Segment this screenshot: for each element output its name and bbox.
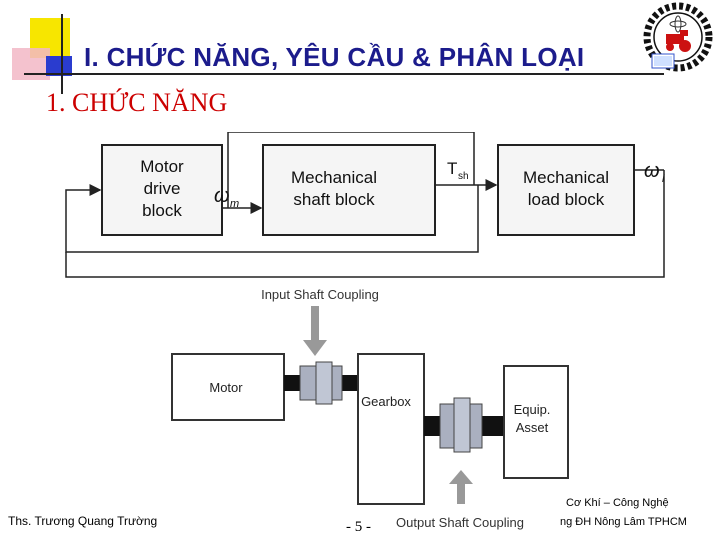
footer-school: ng ĐH Nông Lâm TPHCM xyxy=(560,516,687,528)
omega-m-label: ω xyxy=(214,185,230,207)
title-underline xyxy=(24,73,664,75)
decor-square-blue xyxy=(46,56,72,76)
footer-author: Ths. Trương Quang Trường xyxy=(8,514,158,528)
omega-l-label: ω xyxy=(644,160,660,182)
motor-block-line1: Motor xyxy=(140,157,184,176)
equip-label-line2: Asset xyxy=(516,420,549,435)
block-diagram: Motor drive block Mechanical shaft block… xyxy=(65,132,665,278)
equip-label-line1: Equip. xyxy=(514,402,551,417)
shaft-block-line2: shaft block xyxy=(293,190,375,209)
equip-asset-box xyxy=(503,365,569,479)
omega-m-subscript: m xyxy=(230,198,239,210)
motor-block-line3: block xyxy=(142,201,182,220)
input-arrow-icon xyxy=(303,340,327,356)
mechanical-shaft-block xyxy=(262,144,436,236)
output-coupling-label: Output Shaft Coupling xyxy=(396,515,524,530)
footer-department: Cơ Khí – Công Nghệ xyxy=(566,497,669,509)
shaft-block-line1: Mechanical xyxy=(291,168,377,187)
motor-drive-block xyxy=(101,144,223,236)
gearbox-box xyxy=(357,353,425,505)
decor-vertical-line xyxy=(61,14,63,94)
load-block-line1: Mechanical xyxy=(523,168,609,187)
mechanical-load-block xyxy=(497,144,635,236)
slide-title: I. CHỨC NĂNG, YÊU CẦU & PHÂN LOẠI xyxy=(84,42,585,72)
load-block-line2: load block xyxy=(528,190,605,209)
t-sh-label: T xyxy=(447,159,457,178)
decor-square-pink xyxy=(12,48,50,80)
input-coupling-label: Input Shaft Coupling xyxy=(261,287,379,302)
footer-page-number: - 5 - xyxy=(346,519,371,535)
t-sh-subscript: sh xyxy=(458,171,469,182)
gearbox-label: Gearbox xyxy=(361,394,411,409)
motor-block-line2: drive xyxy=(144,179,181,198)
output-arrow-icon xyxy=(449,470,473,484)
motor-box xyxy=(171,353,285,421)
motor-label: Motor xyxy=(209,380,243,395)
university-logo-icon xyxy=(643,2,713,72)
coupling-diagram: Input Shaft Coupling Motor Gearbox Equip… xyxy=(171,287,569,530)
slide-subtitle: 1. CHỨC NĂNG xyxy=(46,88,228,117)
